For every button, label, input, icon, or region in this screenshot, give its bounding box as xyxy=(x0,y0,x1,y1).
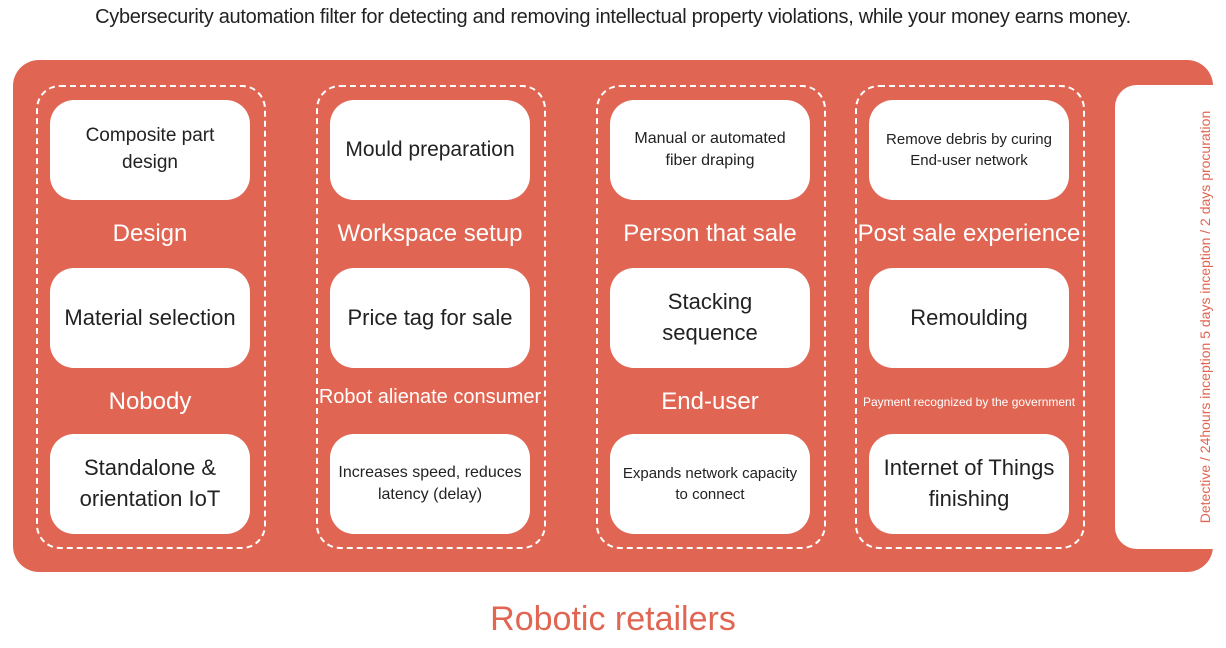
card-3-2: Stacking sequence xyxy=(610,268,810,368)
footer-title: Robotic retailers xyxy=(490,600,736,638)
card-1-3: Standalone & orientation IoT xyxy=(50,434,250,534)
card-2-2: Price tag for sale xyxy=(330,268,530,368)
side-panel xyxy=(1115,85,1213,549)
column-3 xyxy=(596,85,826,549)
column-1 xyxy=(36,85,266,549)
label-1-1: Design xyxy=(112,220,188,247)
card-1-1: Composite part design xyxy=(50,100,250,200)
label-3-1: Person that sale xyxy=(623,220,797,247)
label-2-1: Workspace setup xyxy=(337,220,523,247)
label-1-2: Nobody xyxy=(108,388,192,415)
label-2-2: Robot alienate consumer xyxy=(318,386,542,408)
card-1-2: Material selection xyxy=(50,268,250,368)
card-2-1: Mould preparation xyxy=(330,100,530,200)
card-3-1: Manual or automated fiber draping xyxy=(610,100,810,200)
diagram-title: Cybersecurity automation filter for dete… xyxy=(95,6,1131,28)
card-3-3: Expands network capacity to connect xyxy=(610,434,810,534)
card-4-3: Internet of Things finishing xyxy=(869,434,1069,534)
label-3-2: End-user xyxy=(661,388,759,415)
side-timeline-text: Detective / 24hours inception 5 days inc… xyxy=(1197,110,1213,524)
card-4-1: Remove debris by curing End-user network xyxy=(869,100,1069,200)
column-4 xyxy=(855,85,1085,549)
card-4-2: Remoulding xyxy=(869,268,1069,368)
label-4-2: Payment recognized by the government xyxy=(862,395,1076,409)
label-4-1: Post sale experience xyxy=(857,220,1081,247)
card-2-3: Increases speed, reduces latency (delay) xyxy=(330,434,530,534)
column-2 xyxy=(316,85,546,549)
